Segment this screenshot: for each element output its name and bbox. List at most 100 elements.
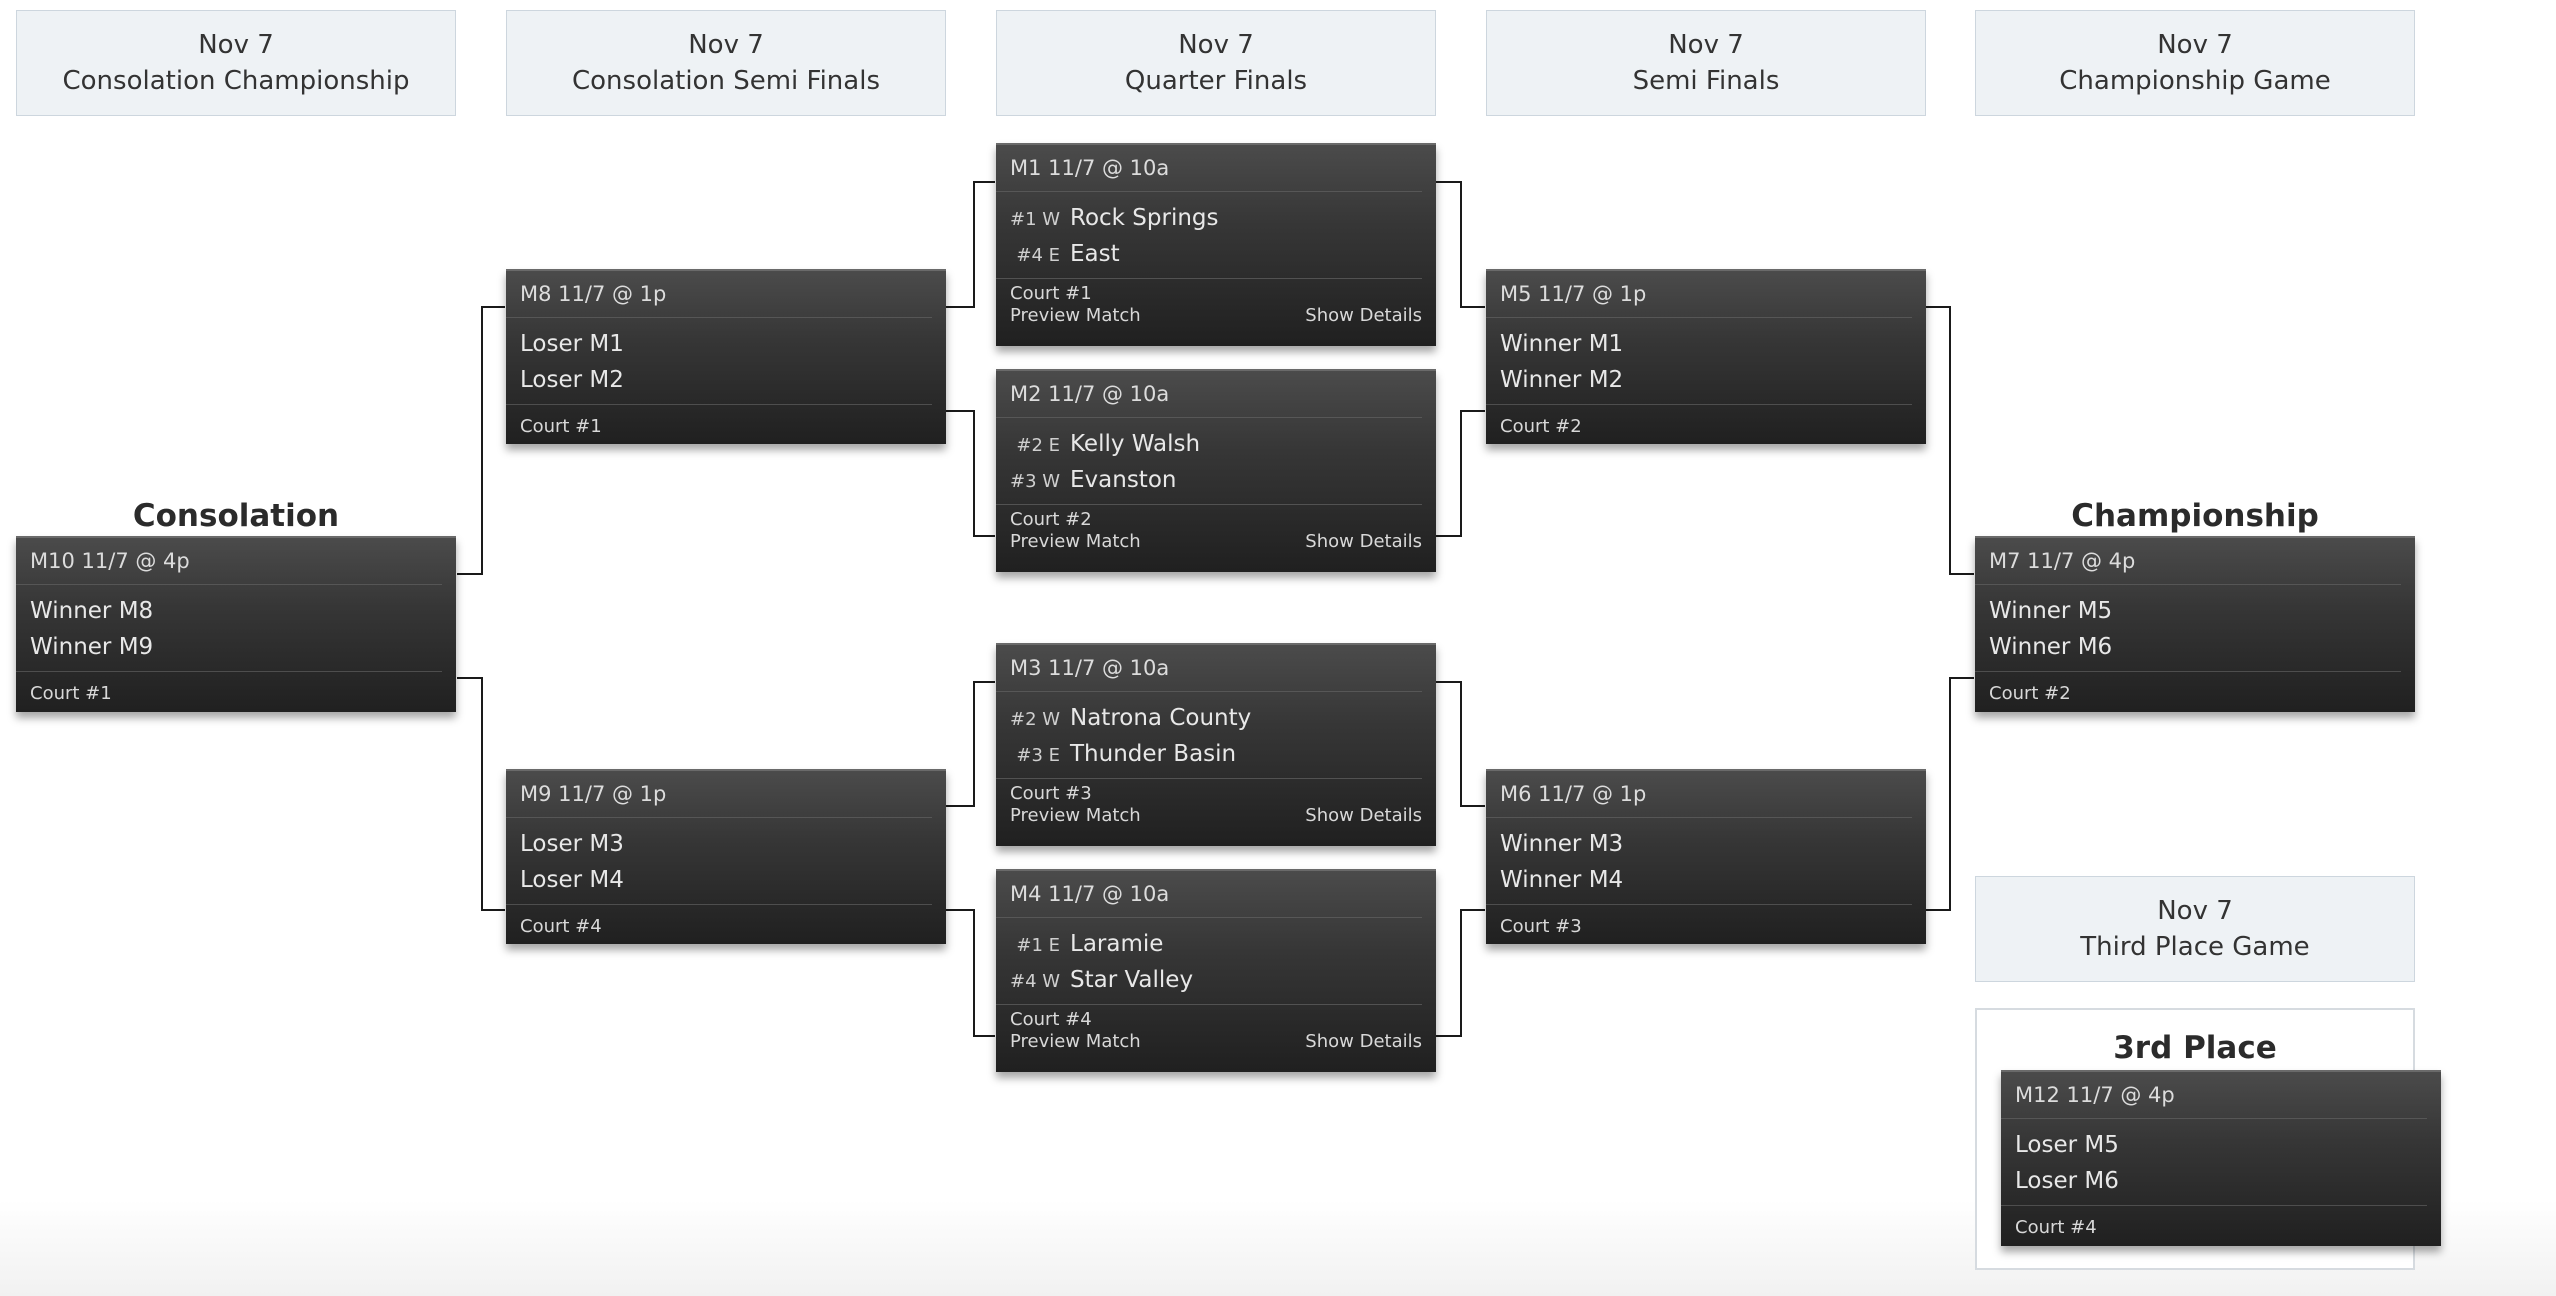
match-m9[interactable]: M9 11/7 @ 1p Loser M3 Loser M4 Court #4 — [506, 769, 946, 944]
team-seed: #2 W — [1010, 709, 1061, 730]
match-teams: Winner M8 Winner M9 — [16, 585, 442, 672]
match-header: M4 11/7 @ 10a — [996, 871, 1422, 918]
team-row: Loser M1 — [506, 326, 932, 362]
match-court: Court #4 — [520, 916, 602, 937]
round-title: Semi Finals — [1632, 66, 1780, 96]
match-header: M1 11/7 @ 10a — [996, 145, 1422, 192]
team-row: Loser M5 — [2001, 1127, 2427, 1163]
preview-match-link[interactable]: Preview Match — [1010, 531, 1141, 552]
team-name: Winner M3 — [1500, 831, 1624, 857]
round-date: Nov 7 — [688, 30, 764, 60]
match-court: Court #1 — [30, 683, 112, 704]
match-m12[interactable]: M12 11/7 @ 4p Loser M5 Loser M6 Court #4 — [2001, 1070, 2441, 1246]
team-seed: #3 E — [1016, 745, 1060, 766]
match-teams: Loser M5 Loser M6 — [2001, 1119, 2427, 1206]
team-name: Loser M6 — [2015, 1168, 2119, 1194]
team-row: Winner M8 — [16, 593, 442, 629]
round-title: Championship Game — [2059, 66, 2331, 96]
team-name: Loser M5 — [2015, 1132, 2119, 1158]
match-teams: Winner M5 Winner M6 — [1975, 585, 2401, 672]
consolation-title: Consolation — [132, 498, 340, 534]
championship-title: Championship — [2071, 498, 2319, 534]
match-court: Court #3 — [1010, 783, 1092, 804]
third-place-title: 3rd Place — [2113, 1030, 2277, 1066]
match-m6[interactable]: M6 11/7 @ 1p Winner M3 Winner M4 Court #… — [1486, 769, 1926, 944]
team-name: Natrona County — [1070, 705, 1252, 731]
team-seed: #4 W — [1010, 971, 1061, 992]
match-links: Preview Match Show Details — [996, 1029, 1436, 1059]
preview-match-link[interactable]: Preview Match — [1010, 305, 1141, 326]
round-date: Nov 7 — [1668, 30, 1744, 60]
round-date: Nov 7 — [2157, 896, 2233, 926]
match-header: M5 11/7 @ 1p — [1486, 271, 1912, 318]
match-court: Court #2 — [1010, 509, 1092, 530]
team-name: Kelly Walsh — [1070, 431, 1201, 457]
match-court: Court #2 — [1500, 416, 1582, 437]
match-header: M10 11/7 @ 4p — [16, 538, 442, 585]
preview-match-link[interactable]: Preview Match — [1010, 1031, 1141, 1052]
team-seed: #2 E — [1016, 435, 1060, 456]
team-row: Winner M2 — [1486, 362, 1912, 398]
round-title: Consolation Championship — [62, 66, 410, 96]
match-links: Preview Match Show Details — [996, 303, 1436, 333]
team-row: Winner M3 — [1486, 826, 1912, 862]
show-details-link[interactable]: Show Details — [1305, 805, 1422, 826]
team-name: East — [1070, 241, 1120, 267]
team-row: Winner M6 — [1975, 629, 2401, 665]
round-date: Nov 7 — [198, 30, 274, 60]
round-header-third-place-game: Nov 7 Third Place Game — [1975, 876, 2415, 982]
team-name: Loser M3 — [520, 831, 624, 857]
team-name: Loser M4 — [520, 867, 624, 893]
team-name: Winner M6 — [1989, 634, 2113, 660]
match-court: Court #2 — [1989, 683, 2071, 704]
show-details-link[interactable]: Show Details — [1305, 305, 1422, 326]
team-name: Loser M1 — [520, 331, 624, 357]
round-date: Nov 7 — [1178, 30, 1254, 60]
team-name: Winner M8 — [30, 598, 154, 624]
match-court: Court #1 — [1010, 283, 1092, 304]
round-title: Quarter Finals — [1124, 66, 1308, 96]
team-row: Loser M4 — [506, 862, 932, 898]
match-header: M2 11/7 @ 10a — [996, 371, 1422, 418]
team-row: #4 W Star Valley — [996, 962, 1422, 998]
team-row: Loser M3 — [506, 826, 932, 862]
team-row: #2 W Natrona County — [996, 700, 1422, 736]
team-row: Winner M4 — [1486, 862, 1912, 898]
match-m5[interactable]: M5 11/7 @ 1p Winner M1 Winner M2 Court #… — [1486, 269, 1926, 444]
show-details-link[interactable]: Show Details — [1305, 1031, 1422, 1052]
round-header-semi-finals: Nov 7 Semi Finals — [1486, 10, 1926, 116]
match-m7[interactable]: M7 11/7 @ 4p Winner M5 Winner M6 Court #… — [1975, 536, 2415, 712]
show-details-link[interactable]: Show Details — [1305, 531, 1422, 552]
match-m10[interactable]: M10 11/7 @ 4p Winner M8 Winner M9 Court … — [16, 536, 456, 712]
round-date: Nov 7 — [2157, 30, 2233, 60]
team-name: Evanston — [1070, 467, 1177, 493]
match-header: M8 11/7 @ 1p — [506, 271, 932, 318]
match-court: Court #3 — [1500, 916, 1582, 937]
match-teams: Loser M1 Loser M2 — [506, 318, 932, 405]
match-teams: Winner M3 Winner M4 — [1486, 818, 1912, 905]
team-name: Star Valley — [1070, 967, 1194, 993]
match-header: M3 11/7 @ 10a — [996, 645, 1422, 692]
team-row: Winner M1 — [1486, 326, 1912, 362]
match-header: M6 11/7 @ 1p — [1486, 771, 1912, 818]
match-court: Court #1 — [520, 416, 602, 437]
match-court: Court #4 — [2015, 1217, 2097, 1238]
team-row: Winner M5 — [1975, 593, 2401, 629]
preview-match-link[interactable]: Preview Match — [1010, 805, 1141, 826]
match-m8[interactable]: M8 11/7 @ 1p Loser M1 Loser M2 Court #1 — [506, 269, 946, 444]
team-name: Winner M4 — [1500, 867, 1624, 893]
team-row: Loser M6 — [2001, 1163, 2427, 1199]
match-links: Preview Match Show Details — [996, 529, 1436, 559]
